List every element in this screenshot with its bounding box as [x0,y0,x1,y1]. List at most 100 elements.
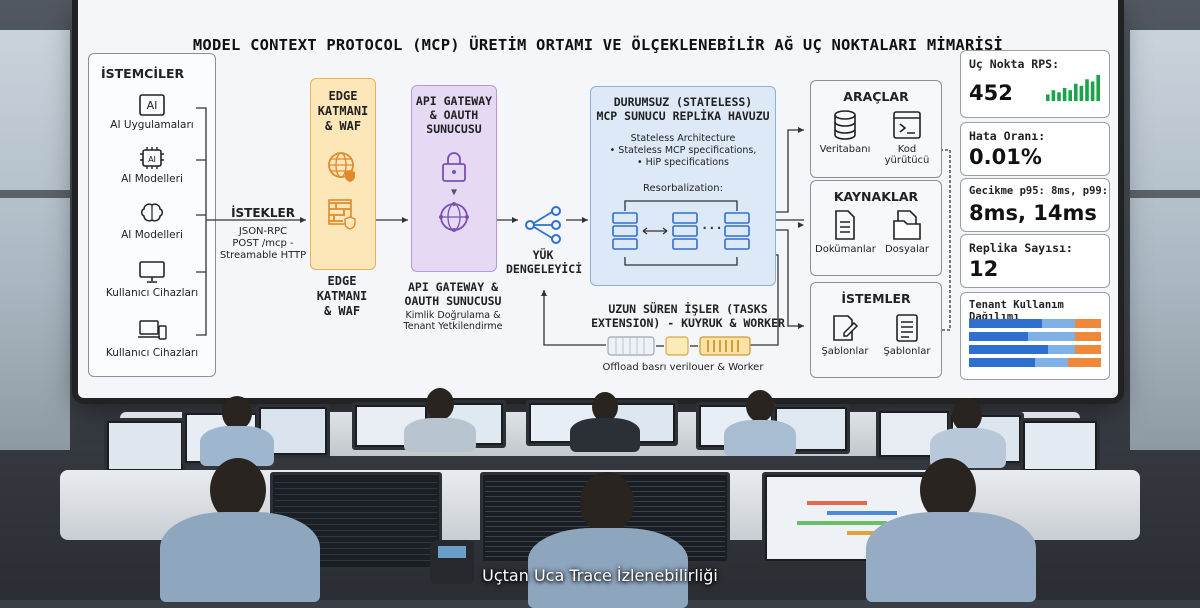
client-user-devices-2: Kullanıcı Cihazları [89,318,215,359]
client-ai-apps: AI AI Uygulamaları [89,94,215,131]
load-balancer-icon [525,206,561,244]
gateway-title-line: SUNUCUSU [426,122,482,136]
metric-latency-label: Gecikme p95: 8ms, p99: [969,185,1109,197]
tenant-bar-segment [1028,332,1075,341]
tenant-bar [969,332,1101,341]
load-balancer-label: YÜK DENGELEYİCİ [506,248,582,276]
tenant-bar-segment [1041,319,1075,328]
metric-replicas-value: 12 [969,257,999,281]
sparkline-bar [1068,90,1072,101]
sparkline-bar [1096,75,1100,101]
prompts-heading: İSTEMLER [841,291,911,306]
metric-rps-value: 452 [969,81,1013,105]
svg-text:AI: AI [147,99,158,112]
pool-heading-line: MCP SUNUCU REPLİKA HAVUZU [596,109,770,123]
background-monitor [1020,418,1100,474]
svg-text:AI: AI [148,155,156,164]
tenant-bar [969,358,1101,367]
pool-ellipsis: ··· [701,221,723,235]
server-replicas [612,200,750,266]
client-label: Kullanıcı Cihazları [105,347,199,359]
requests-heading: İSTEKLER [231,206,295,220]
pool-heading-line: DURUMSUZ (STATELESS) [613,95,753,109]
task-queue-icons [607,336,751,356]
resources-item-label: Dokümanlar [815,244,876,255]
requests-line: JSON-RPC [238,226,288,237]
resources-item-documents: Dokümanlar [815,209,876,255]
video-caption: Uçtan Uca Trace İzlenebilirliği [482,566,718,585]
tenant-bars [969,319,1101,371]
terminal-icon [893,111,921,139]
prompts-panel: İSTEMLER Şablonlar Şablonlar [810,282,942,378]
tools-item-database: Veritabanı [815,109,875,155]
gateway-bottom-line: OAUTH SUNUCUSU [404,294,502,308]
edge-title-line: KATMANI [317,104,369,118]
clients-panel: İSTEMCİLER AI AI Uygulamaları AI AI Mode… [88,53,216,377]
replica-pool-panel: DURUMSUZ (STATELESS) MCP SUNUCU REPLİKA … [590,86,776,286]
clients-heading: İSTEMCİLER [101,66,185,81]
lock-icon [442,152,466,182]
prompts-item-label: Şablonlar [821,346,869,357]
metric-latency-value: 8ms, 14ms [969,201,1097,225]
tenant-bar-segment [969,332,1029,341]
metric-error-label: Hata Oranı: [969,129,1046,143]
sparkline-bar [1090,81,1095,101]
processor-icon: AI [140,147,164,169]
client-user-devices-1: Kullanıcı Cihazları [89,260,215,299]
resources-panel: KAYNAKLAR Dokümanlar Dosyalar [810,180,942,276]
sparkline-bar [1085,79,1089,101]
list-document-icon [896,314,918,342]
sparkline-bar [1057,92,1061,101]
edge-bottom-line: & WAF [323,304,361,318]
resources-item-files: Dosyalar [877,209,937,255]
edit-document-icon [833,315,859,341]
sparkline-bar [1062,88,1067,101]
desk-phone [430,540,474,584]
tools-item-label: Kod yürütücü [884,144,930,166]
client-ai-models-1: AI AI Modelleri [89,146,215,185]
client-ai-models-2: AI Modelleri [89,202,215,241]
tenant-bar-segment [1074,345,1101,354]
prompts-item-templates-2: Şablonlar [877,313,937,357]
tenant-bar-segment [1068,358,1101,367]
client-label: Kullanıcı Cihazları [105,287,199,299]
tools-panel: ARAÇLAR Veritabanı Kod yürütücü [810,80,942,178]
sparkline-bar [1051,90,1056,101]
ai-chip-icon: AI [139,94,165,116]
brain-icon [141,203,163,222]
edge-bottom-label: EDGE KATMANI & WAF [300,274,384,319]
video-wall-screen: MODEL CONTEXT PROTOCOL (MCP) ÜRETİM ORTA… [78,0,1118,398]
metric-latency-card: Gecikme p95: 8ms, p99: 8ms, 14ms [960,178,1110,232]
database-icon [834,110,856,140]
flow-arrows [196,107,951,346]
metric-tenant-card: Tenant Kullanım Dağılımı [960,292,1110,380]
tenant-bar-segment [969,319,1042,328]
tenant-bar-segment [1048,345,1075,354]
tenant-bar-segment [1074,319,1101,328]
metric-error-card: Hata Oranı: 0.01% [960,122,1110,176]
front-monitor-gantt [762,472,938,564]
tools-heading: ARAÇLAR [843,89,909,104]
firewall-icon [328,199,356,230]
metric-rps-label: Uç Nokta RPS: [969,57,1060,71]
gateway-sub-line: Tenant Yetkilendirme [403,321,503,332]
tools-item-label: Veritabanı [819,144,871,155]
tasks-caption: Offload basrı verilouer & Worker [602,362,764,373]
metric-error-value: 0.01% [969,145,1042,169]
edge-waf-column: EDGE KATMANI & WAF [310,78,376,270]
window-left [0,30,70,450]
server-icon [612,212,750,250]
gateway-bottom-line: API GATEWAY & [407,280,498,294]
gateway-sub-line: Kimlik Doğrulama & [405,310,501,321]
window-right [1130,30,1200,450]
gateway-bottom-label: API GATEWAY & OAUTH SUNUCUSU Kimlik Doğr… [396,280,510,332]
down-arrow-icon: ▼ [450,187,458,198]
tasks-heading: UZUN SÜREN İŞLER (TASKS EXTENSION) - KUY… [588,302,788,330]
pool-desc-line: • HiP specifications [636,157,730,168]
sparkline-bar [1079,85,1084,101]
prompts-item-templates-1: Şablonlar [815,313,875,357]
tasks-heading-line: EXTENSION) - KUYRUK & WORKER [591,316,785,330]
file-folder-icon [893,210,921,240]
metric-replicas-label: Replika Sayısı: [969,241,1073,255]
pool-resort-label: Resorbalization: [642,183,724,194]
